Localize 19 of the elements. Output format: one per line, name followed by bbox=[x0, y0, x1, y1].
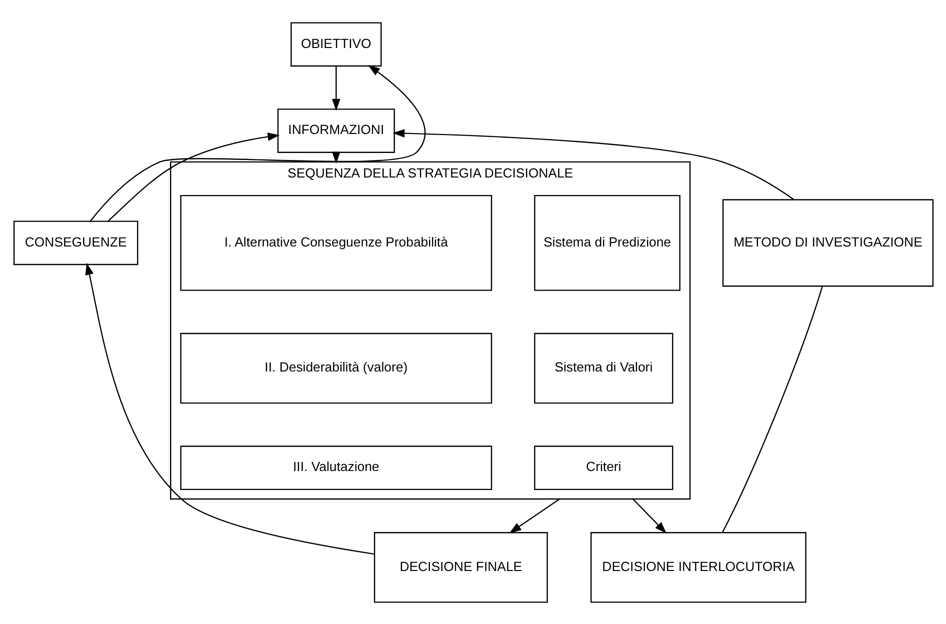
node-box: I. Alternative Conseguenze Probabilità bbox=[180, 194, 492, 290]
connector bbox=[721, 286, 822, 532]
node-box: DECISIONE INTERLOCUTORIA bbox=[590, 532, 806, 602]
node-box: Sistema di Valori bbox=[534, 332, 673, 404]
arrow bbox=[331, 66, 340, 110]
arrow bbox=[107, 132, 280, 222]
arrow bbox=[84, 262, 374, 554]
node-box: OBIETTIVO bbox=[290, 22, 382, 66]
node-box: Sistema di Predizione bbox=[534, 194, 680, 290]
node-box: METODO DI INVESTIGAZIONE bbox=[722, 198, 934, 286]
arrow bbox=[89, 64, 425, 221]
node-box: III. Valutazione bbox=[180, 445, 492, 490]
arrow bbox=[508, 498, 560, 533]
node-box: CONSEGUENZE bbox=[12, 220, 138, 265]
node-box: DECISIONE FINALE bbox=[373, 532, 548, 602]
node-box: Criteri bbox=[534, 445, 673, 490]
arrow bbox=[632, 498, 666, 534]
node-box: II. Desiderabilità (valore) bbox=[180, 332, 492, 404]
arrow bbox=[392, 128, 794, 200]
